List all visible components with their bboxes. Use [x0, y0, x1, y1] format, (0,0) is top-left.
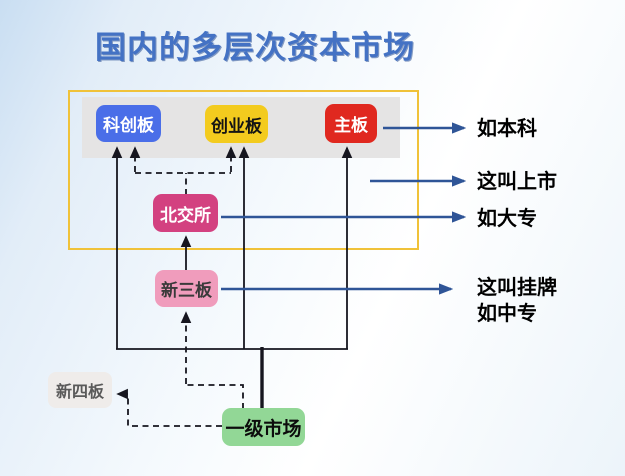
annotation-guapai: 这叫挂牌 — [477, 275, 557, 299]
node-xinsanban: 新三板 — [155, 270, 218, 307]
node-kechuangban: 科创板 — [96, 105, 161, 142]
node-xinsiban: 新四板 — [48, 372, 112, 408]
node-chuangyeban: 创业板 — [205, 105, 268, 143]
yijishichang-to-xinsanban-elbow — [187, 384, 244, 409]
node-beijiaosuo: 北交所 — [153, 194, 218, 232]
annotation-arrows — [221, 122, 467, 295]
annotation-zhongzhuan: 如中专 — [477, 301, 537, 325]
annotation-college: 如大专 — [477, 206, 537, 230]
page-title: 国内的多层次资本市场 — [95, 30, 415, 66]
dashed-arrow-to-xinsiban — [116, 388, 222, 427]
node-yijishichang: 一级市场 — [222, 408, 305, 446]
node-zhuban: 主板 — [325, 104, 377, 143]
annotation-listed: 这叫上市 — [477, 169, 557, 193]
annotation-bachelor: 如本科 — [477, 116, 537, 140]
dashed-routes — [116, 146, 244, 427]
solid-trunk-lines — [111, 146, 353, 410]
